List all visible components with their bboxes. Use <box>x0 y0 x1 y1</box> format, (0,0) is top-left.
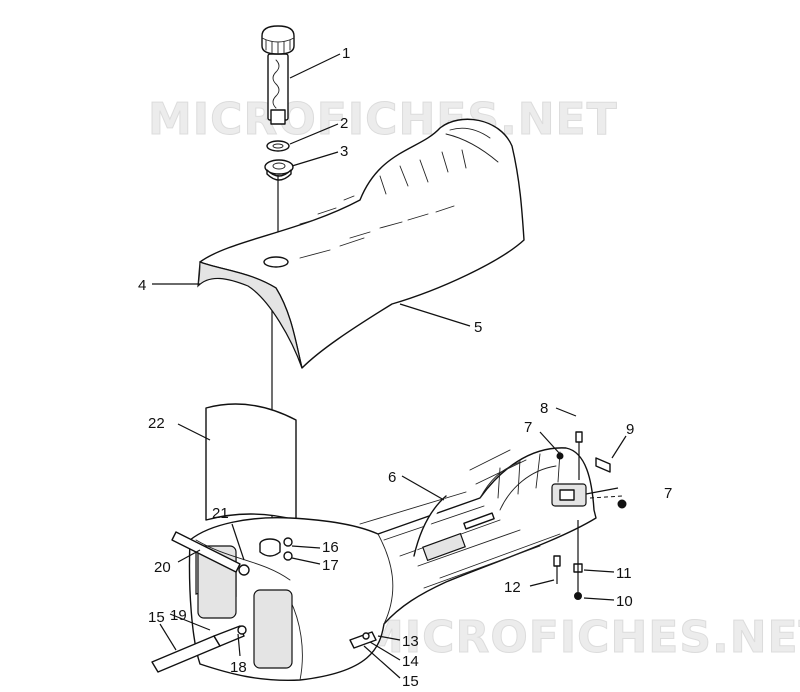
callout-3: 3 <box>340 143 348 160</box>
callout-11: 11 <box>616 565 632 582</box>
vent-line <box>171 531 250 576</box>
leader-lines <box>152 53 627 679</box>
outlet-hose <box>151 625 247 673</box>
callout-16: 16 <box>322 539 339 556</box>
callout-15-bottom: 15 <box>402 673 419 690</box>
hardware <box>553 431 627 600</box>
callout-19: 19 <box>170 607 187 624</box>
callout-4: 4 <box>138 277 146 294</box>
grommet <box>264 159 294 181</box>
callout-7-upper: 7 <box>524 419 532 436</box>
fuel-valve-assembly <box>551 457 623 507</box>
callout-20: 20 <box>154 559 171 576</box>
callout-1: 1 <box>342 45 350 62</box>
callout-8: 8 <box>540 400 548 417</box>
tank-grommet <box>259 537 293 561</box>
callout-18: 18 <box>230 659 247 676</box>
fuel-line <box>413 495 495 562</box>
callout-5: 5 <box>474 319 482 336</box>
watermark-top: MICROFICHES.NET <box>148 94 618 145</box>
callout-10: 10 <box>616 593 633 610</box>
fuel-cap-assembly <box>261 25 295 125</box>
callout-15-left: 15 <box>148 609 165 626</box>
callout-6: 6 <box>388 469 396 486</box>
callout-9: 9 <box>626 421 634 438</box>
callout-7-right: 7 <box>664 485 672 502</box>
watermark-bottom: MICROFICHES.NET <box>360 612 800 663</box>
heat-shield <box>205 403 297 521</box>
callout-labels: 1 2 3 4 5 6 7 7 8 9 10 11 12 13 14 15 15… <box>138 45 672 690</box>
callout-21: 21 <box>212 505 229 522</box>
seat-cushion <box>197 118 525 369</box>
callout-13: 13 <box>402 633 419 650</box>
callout-14: 14 <box>402 653 419 670</box>
drain-fittings <box>349 631 377 649</box>
callout-2: 2 <box>340 115 348 132</box>
washer <box>266 140 290 152</box>
callout-12: 12 <box>504 579 521 596</box>
callout-17: 17 <box>322 557 339 574</box>
callout-22: 22 <box>148 415 165 432</box>
